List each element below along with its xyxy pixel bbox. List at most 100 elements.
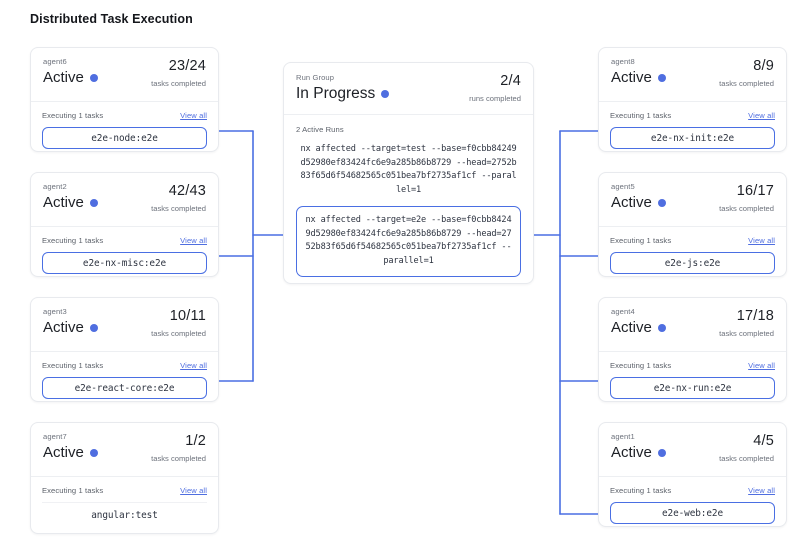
agent-executing-row: Executing 1 tasks View all: [42, 236, 207, 245]
agent-executing-row: Executing 1 tasks View all: [610, 236, 775, 245]
task-row[interactable]: angular:test: [42, 502, 207, 528]
run-command-boxed[interactable]: nx affected --target=e2e --base=f0cbb842…: [296, 206, 521, 277]
agent-executing-row: Executing 1 tasks View all: [610, 111, 775, 120]
task-pill[interactable]: e2e-node:e2e: [42, 127, 207, 149]
agent-card-agent6[interactable]: agent6 Active 23/24 tasks completed Exec…: [30, 47, 219, 152]
executing-label: Executing 1 tasks: [42, 111, 104, 120]
status-dot-icon: [657, 448, 666, 457]
run-group-card[interactable]: Run Group In Progress 2/4 runs completed…: [283, 62, 534, 284]
agent-card-agent3[interactable]: agent3 Active 10/11 tasks completed Exec…: [30, 297, 219, 402]
agent-card-header: agent5 Active 16/17 tasks completed: [599, 173, 786, 227]
view-all-link[interactable]: View all: [180, 486, 207, 495]
agent-id: agent6: [43, 57, 67, 66]
agent-id: agent4: [611, 307, 635, 316]
status-dot-icon: [89, 73, 98, 82]
agent-card-body: Executing 1 tasks View all e2e-nx-misc:e…: [31, 227, 218, 276]
agent-card-agent4[interactable]: agent4 Active 17/18 tasks completed Exec…: [598, 297, 787, 402]
view-all-link[interactable]: View all: [180, 361, 207, 370]
agent-card-body: Executing 1 tasks View all angular:test: [31, 477, 218, 533]
agent-card-header: agent7 Active 1/2 tasks completed: [31, 423, 218, 477]
status-dot-icon: [657, 323, 666, 332]
active-runs-label: 2 Active Runs: [296, 125, 344, 134]
agent-progress-ratio: 42/43: [168, 183, 206, 199]
executing-label: Executing 1 tasks: [42, 361, 104, 370]
run-group-ratio: 2/4: [500, 73, 521, 89]
view-all-link[interactable]: View all: [748, 486, 775, 495]
agent-card-header: agent4 Active 17/18 tasks completed: [599, 298, 786, 352]
view-all-link[interactable]: View all: [180, 111, 207, 120]
task-pill[interactable]: e2e-nx-init:e2e: [610, 127, 775, 149]
run-group-caption: runs completed: [469, 94, 521, 103]
agent-progress-caption: tasks completed: [151, 204, 206, 213]
agent-executing-row: Executing 1 tasks View all: [42, 111, 207, 120]
view-all-link[interactable]: View all: [748, 236, 775, 245]
agent-card-body: Executing 1 tasks View all e2e-nx-init:e…: [599, 102, 786, 151]
agent-progress: 10/11 tasks completed: [151, 307, 206, 339]
executing-label: Executing 1 tasks: [610, 236, 672, 245]
executing-label: Executing 1 tasks: [610, 361, 672, 370]
task-pill[interactable]: e2e-js:e2e: [610, 252, 775, 274]
agent-id: agent1: [611, 432, 635, 441]
status-dot-icon: [381, 89, 390, 98]
executing-label: Executing 1 tasks: [42, 236, 104, 245]
task-pill[interactable]: e2e-nx-misc:e2e: [42, 252, 207, 274]
view-all-link[interactable]: View all: [748, 361, 775, 370]
agent-progress-caption: tasks completed: [151, 79, 206, 88]
agent-status: Active: [611, 318, 774, 337]
agent-status-label: Active: [611, 194, 652, 211]
run-group-status: In Progress: [296, 84, 521, 103]
agent-status: Active: [43, 193, 206, 212]
agent-card-header: agent6 Active 23/24 tasks completed: [31, 48, 218, 102]
agent-progress-ratio: 1/2: [185, 433, 206, 449]
run-group-body: 2 Active Runs nx affected --target=test …: [284, 115, 533, 283]
agent-progress-caption: tasks completed: [719, 454, 774, 463]
run-group-header: Run Group In Progress 2/4 runs completed: [284, 63, 533, 115]
agent-card-header: agent3 Active 10/11 tasks completed: [31, 298, 218, 352]
status-dot-icon: [89, 448, 98, 457]
agent-card-agent5[interactable]: agent5 Active 16/17 tasks completed Exec…: [598, 172, 787, 277]
agent-progress: 1/2 tasks completed: [151, 432, 206, 464]
agent-progress-ratio: 10/11: [169, 308, 206, 324]
agent-card-body: Executing 1 tasks View all e2e-react-cor…: [31, 352, 218, 401]
agent-status: Active: [611, 68, 774, 87]
agent-progress-caption: tasks completed: [151, 329, 206, 338]
agent-card-agent8[interactable]: agent8 Active 8/9 tasks completed Execut…: [598, 47, 787, 152]
agent-executing-row: Executing 1 tasks View all: [610, 361, 775, 370]
agent-progress-ratio: 17/18: [736, 308, 774, 324]
agent-card-header: agent2 Active 42/43 tasks completed: [31, 173, 218, 227]
agent-id: agent3: [43, 307, 67, 316]
view-all-link[interactable]: View all: [180, 236, 207, 245]
agent-card-header: agent1 Active 4/5 tasks completed: [599, 423, 786, 477]
agent-status-label: Active: [611, 444, 652, 461]
agent-status-label: Active: [43, 194, 84, 211]
executing-label: Executing 1 tasks: [610, 486, 672, 495]
agent-status-label: Active: [611, 319, 652, 336]
run-group-label: Run Group: [296, 73, 335, 82]
view-all-link[interactable]: View all: [748, 111, 775, 120]
agent-status-label: Active: [43, 444, 84, 461]
agent-progress-ratio: 23/24: [168, 58, 206, 74]
agent-status: Active: [611, 193, 774, 212]
agent-id: agent2: [43, 182, 67, 191]
task-pill[interactable]: e2e-nx-run:e2e: [610, 377, 775, 399]
agent-progress-caption: tasks completed: [719, 204, 774, 213]
agent-card-body: Executing 1 tasks View all e2e-web:e2e: [599, 477, 786, 526]
agent-card-agent1[interactable]: agent1 Active 4/5 tasks completed Execut…: [598, 422, 787, 527]
agent-card-agent2[interactable]: agent2 Active 42/43 tasks completed Exec…: [30, 172, 219, 277]
task-pill[interactable]: e2e-web:e2e: [610, 502, 775, 524]
agent-card-agent7[interactable]: agent7 Active 1/2 tasks completed Execut…: [30, 422, 219, 534]
executing-label: Executing 1 tasks: [610, 111, 672, 120]
agent-status: Active: [43, 443, 206, 462]
status-dot-icon: [657, 198, 666, 207]
agent-progress: 17/18 tasks completed: [719, 307, 774, 339]
run-command-plain[interactable]: nx affected --target=test --base=f0cbb84…: [300, 144, 517, 195]
agent-status-label: Active: [43, 319, 84, 336]
agent-card-header: agent8 Active 8/9 tasks completed: [599, 48, 786, 102]
status-dot-icon: [89, 198, 98, 207]
agent-card-body: Executing 1 tasks View all e2e-js:e2e: [599, 227, 786, 276]
status-dot-icon: [657, 73, 666, 82]
agent-status-label: Active: [611, 69, 652, 86]
task-pill[interactable]: e2e-react-core:e2e: [42, 377, 207, 399]
agent-card-body: Executing 1 tasks View all e2e-node:e2e: [31, 102, 218, 151]
